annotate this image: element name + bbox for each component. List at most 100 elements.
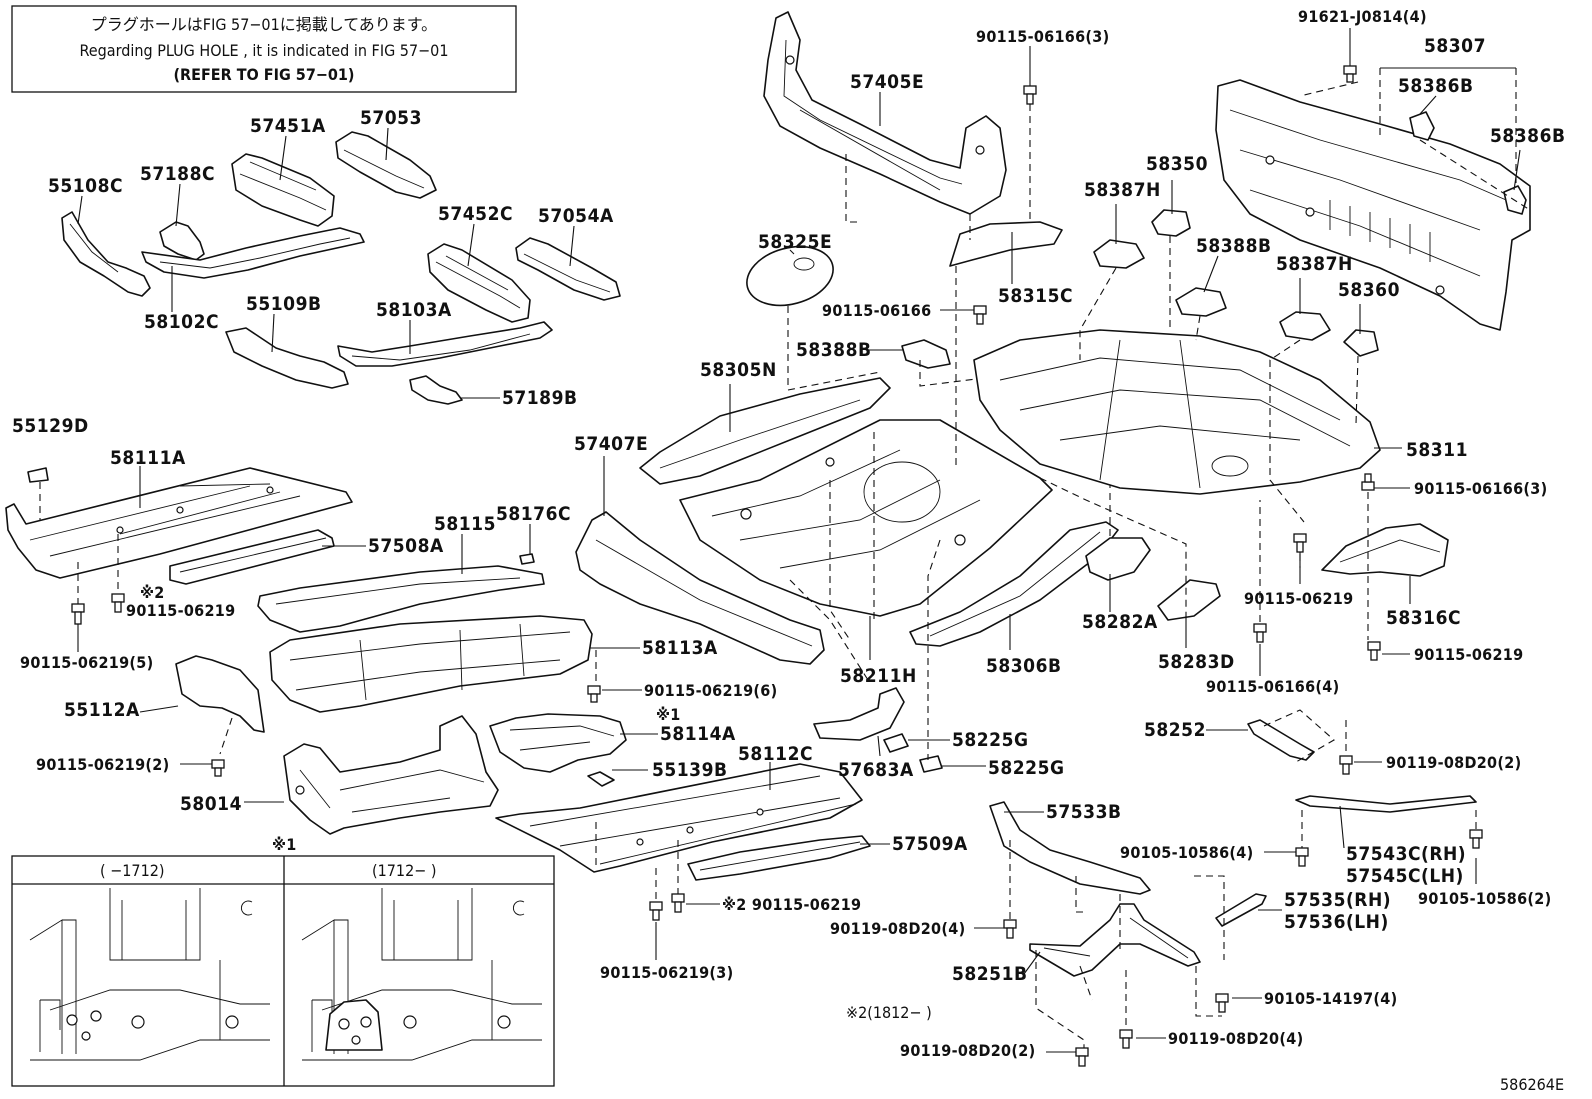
label-mark2-left: ※2 (140, 583, 165, 602)
label-58325E: 58325E (758, 231, 832, 253)
bolt-icon (649, 901, 663, 921)
label-90119-08D20-4-b: 90119-08D20(4) (1168, 1029, 1303, 1048)
figure-code: 586264E (1500, 1075, 1564, 1094)
label-58112C: 58112C (738, 743, 813, 765)
center-dashed-lines (787, 104, 1187, 760)
bolt-icon (1339, 755, 1353, 775)
inset-right-range: (1712− ) (372, 861, 437, 880)
label-90115-06166-3-a: 90115-06166(3) (976, 27, 1110, 46)
label-90105-14197-4: 90105-14197(4) (1264, 989, 1398, 1008)
center-leaders (603, 46, 1187, 767)
label-58316C: 58316C (1386, 607, 1461, 629)
label-57189B: 57189B (502, 387, 578, 409)
center-parts (575, 11, 1221, 773)
label-58282A: 58282A (1082, 611, 1158, 633)
label-57535-rh: 57535(RH) (1284, 889, 1391, 911)
label-57508A: 57508A (368, 535, 444, 557)
label-57509A: 57509A (892, 833, 968, 855)
bolt-icon (1361, 473, 1375, 491)
label-58387H-a: 58387H (1084, 179, 1161, 201)
bolt-icon (71, 603, 85, 625)
label-58251B: 58251B (952, 963, 1028, 985)
label-57683A: 57683A (838, 759, 914, 781)
label-58283D: 58283D (1158, 651, 1235, 673)
bolt-icon (211, 759, 225, 777)
label-55108C: 55108C (48, 175, 123, 197)
bolt-icon (111, 593, 125, 613)
left-bolts (71, 593, 685, 921)
bolt-icon (1215, 993, 1229, 1013)
bolt-icon (671, 893, 685, 913)
bolt-icon (1003, 919, 1017, 939)
note-plug-hole-en: Regarding PLUG HOLE , it is indicated in… (80, 41, 449, 60)
label-58315C: 58315C (998, 285, 1073, 307)
label-57405E: 57405E (850, 71, 924, 93)
label-mark1-a: ※1 (656, 705, 681, 724)
left-upper-parts (61, 131, 621, 405)
inset-left-drawing (29, 888, 270, 1061)
bolt-icon (1293, 533, 1307, 553)
part-number-labels: 55108C 57188C 57451A 57053 58102C 55109B… (12, 7, 1566, 1094)
inset-left-range: ( −1712) (100, 861, 165, 880)
bolt-icon (1023, 85, 1037, 105)
label-58176C: 58176C (496, 503, 571, 525)
label-90115-06219-c: 90115-06219 (1244, 589, 1353, 608)
label-58350: 58350 (1146, 153, 1208, 175)
label-55139B: 55139B (652, 759, 728, 781)
label-55112A: 55112A (64, 699, 140, 721)
label-90115-06219-d: 90115-06219 (1414, 645, 1523, 664)
label-58014: 58014 (180, 793, 242, 815)
label-57407E: 57407E (574, 433, 648, 455)
label-90115-06219-6: 90115-06219(6) (644, 681, 778, 700)
label-58111A: 58111A (110, 447, 186, 469)
label-58252: 58252 (1144, 719, 1206, 741)
label-58307: 58307 (1424, 35, 1486, 57)
bolt-icon (973, 305, 987, 325)
label-55109B: 55109B (246, 293, 322, 315)
label-mark1-b: ※1 (272, 835, 297, 854)
label-90115-06166-4: 90115-06166(4) (1206, 677, 1340, 696)
label-57536-lh: 57536(LH) (1284, 911, 1389, 933)
label-57543C-rh: 57543C(RH) (1346, 843, 1466, 865)
label-58388B-a: 58388B (796, 339, 872, 361)
label-90105-10586-2: 90105-10586(2) (1418, 889, 1552, 908)
rear-leaders (974, 28, 1521, 1053)
label-57188C: 57188C (140, 163, 215, 185)
label-58311: 58311 (1406, 439, 1468, 461)
rear-parts (973, 79, 1531, 977)
label-58225G-a: 58225G (952, 729, 1029, 751)
label-57533B: 57533B (1046, 801, 1122, 823)
label-57053: 57053 (360, 107, 422, 129)
label-58306B: 58306B (986, 655, 1062, 677)
label-91621-J0814-4: 91621-J0814(4) (1298, 7, 1427, 26)
label-90119-08D20-4-a: 90119-08D20(4) (830, 919, 965, 938)
label-58387H-b: 58387H (1276, 253, 1353, 275)
label-90115-06166: 90115-06166 (822, 301, 931, 320)
bolt-icon (1469, 829, 1483, 849)
label-90119-08D20-2-a: 90119-08D20(2) (900, 1041, 1035, 1060)
left-floor-leaders (77, 466, 890, 960)
label-57451A: 57451A (250, 115, 326, 137)
label-90115-06166-3-b: 90115-06166(3) (1414, 479, 1548, 498)
bolt-icon (1075, 1047, 1089, 1067)
label-58115: 58115 (434, 513, 496, 535)
bolt-icon (1367, 641, 1381, 661)
label-58113A: 58113A (642, 637, 718, 659)
label-90115-06219-a: 90115-06219 (126, 601, 235, 620)
label-90115-06219-b: ※2 90115-06219 (722, 895, 861, 914)
label-58386B-a: 58386B (1398, 75, 1474, 97)
left-floor-parts (5, 467, 871, 902)
bolt-icon (1119, 1029, 1133, 1049)
label-90115-06219-3: 90115-06219(3) (600, 963, 734, 982)
label-90119-08D20-2-b: 90119-08D20(2) (1386, 753, 1521, 772)
note-plug-hole-jp: プラグホールはFIG 57−01に掲載してあります。 (91, 15, 437, 34)
inset-right-drawing (301, 888, 542, 1061)
label-58386B-b: 58386B (1490, 125, 1566, 147)
label-mark2-date: ※2(1812− ) (846, 1003, 932, 1022)
label-58305N: 58305N (700, 359, 777, 381)
label-55129D: 55129D (12, 415, 89, 437)
label-90105-10586-4: 90105-10586(4) (1120, 843, 1254, 862)
label-57545C-lh: 57545C(LH) (1346, 865, 1464, 887)
label-58114A: 58114A (660, 723, 736, 745)
